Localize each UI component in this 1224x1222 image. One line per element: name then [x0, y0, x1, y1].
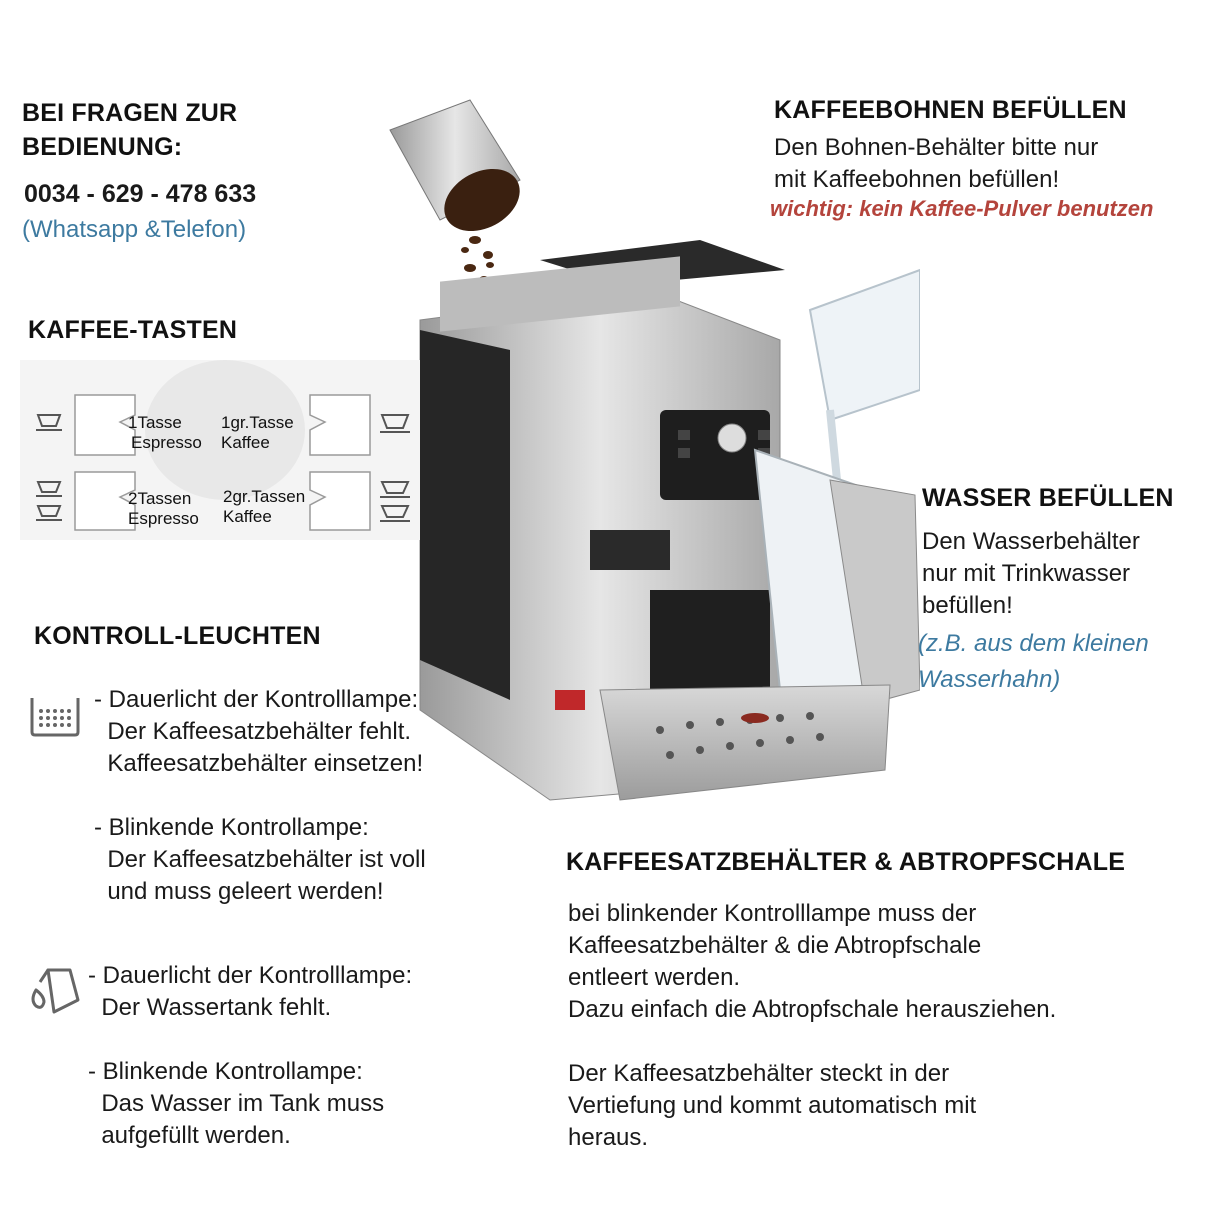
- contact-phone: 0034 - 629 - 478 633: [24, 180, 257, 208]
- double-large-cup-icon-right: [380, 481, 410, 522]
- contact-channels: (Whatsapp &Telefon): [22, 216, 247, 243]
- button-label-2-line2: Kaffee: [221, 433, 270, 452]
- button-label-1-line1: 1Tasse: [128, 413, 182, 432]
- grounds-steady-text: - Dauerlicht der Kontrolllampe: Der Kaff…: [94, 684, 423, 780]
- beans-heading: KAFFEEBOHNEN BEFÜLLEN: [774, 96, 1127, 124]
- water-note-line2: Wasserhahn): [918, 666, 1061, 693]
- button-frame-2: [309, 394, 371, 456]
- grounds-line6: Der Kaffeesatzbehälter steckt in der: [568, 1060, 950, 1087]
- grounds-blink-text: - Blinkende Kontrollampe: Der Kaffeesatz…: [94, 812, 426, 908]
- water-line1: Den Wasserbehälter: [922, 528, 1140, 555]
- water-tank-icon: [31, 968, 80, 1014]
- water-line3: befüllen!: [922, 592, 1013, 619]
- grounds-blink-line2: Der Kaffeesatzbehälter ist voll: [94, 846, 426, 873]
- coffee-machine-illustration: [389, 99, 920, 801]
- grounds-steady-line3: Kaffeesatzbehälter einsetzen!: [94, 750, 424, 777]
- contact-heading-line1: BEI FRAGEN ZUR: [22, 99, 238, 127]
- button-label-2-line1: 1gr.Tasse: [221, 413, 294, 432]
- grounds-line7: Vertiefung und kommt automatisch mit: [568, 1092, 977, 1119]
- water-blink-text: - Blinkende Kontrollampe: Das Wasser im …: [88, 1056, 384, 1152]
- large-cup-icon-right: [380, 414, 410, 433]
- small-cup-icon-left: [36, 414, 62, 431]
- button-label-4-line1: 2gr.Tassen: [223, 487, 306, 506]
- button-label-2tassen-espresso: 2Tassen Espresso: [128, 489, 199, 529]
- grounds-blink-line3: und muss geleert werden!: [94, 878, 384, 905]
- grounds-line4: Dazu einfach die Abtropfschale herauszie…: [568, 996, 1057, 1023]
- button-label-4-line2: Kaffee: [223, 507, 272, 526]
- water-steady-line2: Der Wassertank fehlt.: [88, 994, 332, 1021]
- grounds-steady-line2: Der Kaffeesatzbehälter fehlt.: [94, 718, 412, 745]
- machine-body: [419, 256, 781, 801]
- button-label-1gr-tasse-kaffee: 1gr.Tasse Kaffee: [221, 413, 294, 453]
- water-steady-line1: - Dauerlicht der Kontrolllampe:: [88, 962, 413, 989]
- double-small-cup-icon-left: [36, 481, 62, 521]
- grounds-line5: [568, 1026, 1056, 1058]
- button-frame-1: [74, 394, 136, 456]
- button-label-1-line2: Espresso: [131, 433, 202, 452]
- grounds-heading: KAFFEESATZBEHÄLTER & ABTROPFSCHALE: [566, 848, 1126, 876]
- grounds-line2: Kaffeesatzbehälter & die Abtropfschale: [568, 932, 982, 959]
- beans-text: Den Bohnen-Behälter bitte nur mit Kaffee…: [774, 132, 1098, 196]
- button-label-2gr-tassen-kaffee: 2gr.Tassen Kaffee: [223, 487, 305, 527]
- button-frame-4: [309, 471, 371, 531]
- grounds-steady-line1: - Dauerlicht der Kontrolllampe:: [94, 686, 419, 713]
- bean-canister: [389, 99, 521, 232]
- water-steady-text: - Dauerlicht der Kontrolllampe: Der Wass…: [88, 960, 412, 1024]
- grounds-line3: entleert werden.: [568, 964, 741, 991]
- grounds-blink-line1: - Blinkende Kontrollampe:: [94, 814, 369, 841]
- water-tank: [753, 448, 920, 706]
- grounds-line8: heraus.: [568, 1124, 649, 1151]
- water-blink-line3: aufgefüllt werden.: [88, 1122, 291, 1149]
- coffee-buttons-heading: KAFFEE-TASTEN: [28, 316, 238, 344]
- beans-warning: wichtig: kein Kaffee-Pulver benutzen: [770, 196, 1154, 221]
- water-note: (z.B. aus dem kleinen Wasserhahn): [918, 626, 1149, 698]
- lights-heading: KONTROLL-LEUCHTEN: [34, 622, 321, 650]
- contact-heading-line2: BEDIENUNG:: [22, 133, 183, 161]
- grounds-line1: bei blinkender Kontrolllampe muss der: [568, 900, 977, 927]
- water-line2: nur mit Trinkwasser: [922, 560, 1131, 587]
- contact-heading: BEI FRAGEN ZUR BEDIENUNG:: [22, 96, 237, 164]
- drip-tray: [599, 684, 891, 801]
- button-frame-3: [74, 471, 136, 531]
- button-label-3-line1: 2Tassen: [128, 489, 192, 508]
- beans-line1: Den Bohnen-Behälter bitte nur: [774, 134, 1099, 161]
- grounds-container-icon: [30, 698, 80, 737]
- water-blink-line2: Das Wasser im Tank muss: [88, 1090, 385, 1117]
- button-label-1tasse-espresso: 1Tasse Espresso: [128, 413, 202, 453]
- beans-line2: mit Kaffeebohnen befüllen!: [774, 166, 1060, 193]
- water-text: Den Wasserbehälter nur mit Trinkwasser b…: [922, 526, 1140, 622]
- button-label-3-line2: Espresso: [128, 509, 199, 528]
- water-note-line1: (z.B. aus dem kleinen: [918, 630, 1149, 657]
- grounds-text: bei blinkender Kontrolllampe muss der Ka…: [568, 898, 1056, 1154]
- water-heading: WASSER BEFÜLLEN: [922, 484, 1174, 512]
- water-blink-line1: - Blinkende Kontrollampe:: [88, 1058, 363, 1085]
- coffee-buttons-panel: [20, 360, 420, 540]
